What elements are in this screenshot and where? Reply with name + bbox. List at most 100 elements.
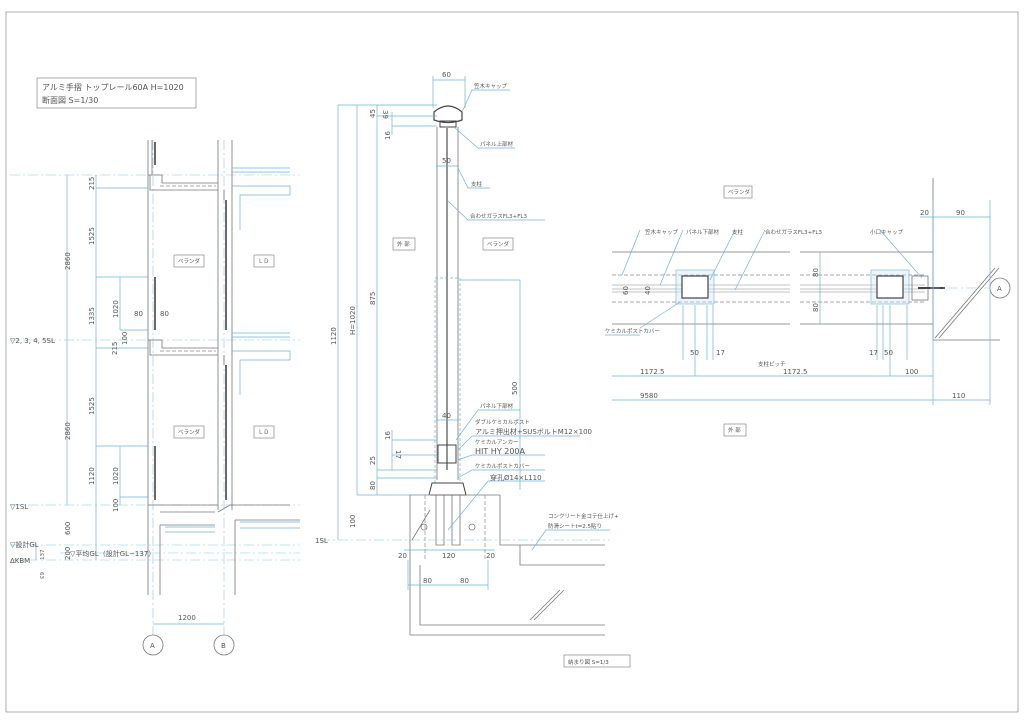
dim: 39 — [381, 110, 389, 119]
grid-label-a: A — [150, 642, 155, 650]
dim: 1525 — [88, 227, 96, 245]
dim-2860-upper: 2860 — [64, 252, 72, 270]
callout-top-cap: 笠木キャップ — [474, 82, 508, 90]
dim: 1020 — [112, 300, 120, 318]
callout-post: 支柱 — [471, 180, 483, 188]
level-kbm: ΔKBM — [10, 557, 30, 565]
grid-dim: 1200 — [178, 614, 196, 622]
callout-upper-panel: パネル上部材 — [480, 140, 514, 148]
dim: 17 — [394, 450, 402, 459]
dim-top-width: 60 — [442, 71, 451, 79]
zone-exterior: 外 部 — [397, 240, 410, 248]
detail-callouts: 笠木キャップ パネル上部材 支柱 合わせガラスFL3+FL3 パネル下部材 ダブ… — [470, 82, 619, 530]
callout-concrete: コンクリート金コテ仕上げ+ — [548, 512, 619, 520]
detail-view: 60 1120 H=1020 45 875 25 80 100 39 16 1 — [315, 71, 631, 668]
dim: 200 — [64, 547, 72, 560]
callout-post-cover: ケミカルポストカバー — [605, 328, 660, 335]
dim: 50 — [690, 349, 699, 357]
top-rail-cap — [433, 105, 463, 124]
dim: 80 — [812, 268, 820, 277]
plan-dimensions: 60 40 80 80 50 17 17 50 20 90 100 110 支柱… — [622, 209, 965, 400]
dim-lower-width: 40 — [442, 412, 451, 420]
title-line2: 断面図 S=1/30 — [42, 95, 98, 105]
plan-view: ベランダ 外 部 A 笠木キャップ パネル下部材 支柱 合わせガラスFL3+FL… — [605, 178, 1011, 437]
level-1sl: 1SL — [315, 537, 328, 545]
dim: 1335 — [88, 307, 96, 325]
dim: 80 — [369, 481, 377, 490]
callout-end-cap: 小口キャップ — [870, 228, 904, 236]
dim: 1525 — [88, 397, 96, 415]
title-box — [36, 77, 197, 109]
detail-scale-label: 納まり図 S=1/3 — [568, 658, 609, 666]
dim: 100 — [349, 515, 357, 528]
dim: 40 — [644, 286, 652, 295]
dim-total: 9580 — [640, 392, 658, 400]
zone-veranda: ベランダ — [728, 188, 751, 196]
grid-marker-b — [213, 634, 235, 656]
dim: 120 — [442, 552, 455, 560]
room-veranda-lower: ベランダ — [178, 428, 201, 436]
plan-grid-label: A — [997, 285, 1002, 293]
title-line1: アルミ手摺 トップレール60A H=1020 — [42, 82, 184, 92]
dim: 215 — [111, 342, 119, 355]
zone-exterior: 外 部 — [728, 426, 741, 434]
dim: 17 — [716, 349, 725, 357]
dim: 80 — [134, 310, 143, 318]
callout-anchor-model: HIT HY 200A — [475, 447, 526, 456]
dim: 215 — [88, 177, 96, 190]
dim: 45 — [369, 109, 377, 118]
callout-post: 支柱 — [732, 228, 744, 236]
dim: 80 — [423, 577, 432, 585]
callout-sheet: 防滑シートt=2.5貼り — [548, 522, 602, 530]
dim: 20 — [486, 552, 495, 560]
dim: 17 — [869, 349, 878, 357]
dim: 16 — [384, 131, 392, 140]
dim: 875 — [369, 292, 377, 305]
callout-lower-panel: パネル下部材 — [686, 228, 720, 236]
plan-post-2 — [876, 275, 904, 299]
dim: 1020 — [112, 467, 120, 485]
callout-drill: 穿孔Ø14×L110 — [490, 473, 542, 482]
dim: 20 — [398, 552, 407, 560]
room-label-veranda — [173, 254, 205, 268]
level-labels: ▽2, 3, 4, 5SL ▽1SL ▽設計GL ▽平均GL（設計GL−137）… — [10, 337, 155, 565]
dim: 600 — [64, 522, 72, 535]
callout-glass: 合わせガラスFL3+FL3 — [470, 212, 527, 220]
dim: H=1020 — [349, 306, 357, 335]
room-ld-lower: ＬＤ — [258, 429, 269, 436]
callout-bolt: アルミ押出材+SUSボルトM12×100 — [475, 427, 592, 436]
dim: 80 — [460, 577, 469, 585]
sheet-border — [5, 11, 1019, 713]
plan-post-1 — [681, 275, 709, 299]
dim-2860-lower: 2860 — [64, 422, 72, 440]
dim: 16 — [384, 431, 392, 440]
dim: 137 — [40, 549, 46, 560]
room-veranda-upper: ベランダ — [178, 257, 201, 265]
dim: 100 — [905, 368, 918, 376]
level-design-gl: ▽設計GL — [10, 540, 39, 549]
dim: 60 — [622, 286, 630, 295]
callout-top-cap: 笠木キャップ — [645, 228, 679, 236]
dim: 80 — [812, 303, 820, 312]
zone-veranda: ベランダ — [487, 240, 510, 248]
section-view: アルミ手摺 トップレール60A H=1020 断面図 S=1/30 ベランダ Ｌ… — [10, 77, 300, 656]
plan-callouts: 笠木キャップ パネル下部材 支柱 合わせガラスFL3+FL3 小口キャップ ケミ… — [605, 228, 904, 335]
dim: 63 — [38, 572, 44, 579]
level-average-gl: ▽平均GL（設計GL−137） — [70, 549, 155, 558]
detail-dimensions: 1120 H=1020 45 875 25 80 100 39 16 16 17… — [315, 109, 519, 585]
callout-post-cover: ケミカルポストカバー — [475, 463, 530, 470]
grid-label-b: B — [221, 642, 226, 650]
level-1sl: ▽1SL — [10, 503, 28, 511]
grid-marker-a — [142, 634, 164, 656]
section-dimensions: 2860 2860 215 1525 1335 215 1525 1120 60… — [38, 177, 169, 580]
dim: 25 — [369, 456, 377, 465]
pitch-label: 支柱ピッチ — [758, 360, 786, 368]
dim: 110 — [952, 392, 965, 400]
callout-lower-panel: パネル下部材 — [480, 402, 514, 410]
dim: 100 — [112, 499, 120, 512]
dim: 1120 — [88, 467, 96, 485]
dim-pitch-1: 1172.5 — [640, 368, 665, 376]
dim: 20 — [920, 209, 929, 217]
level-2-5sl: ▽2, 3, 4, 5SL — [10, 337, 55, 345]
